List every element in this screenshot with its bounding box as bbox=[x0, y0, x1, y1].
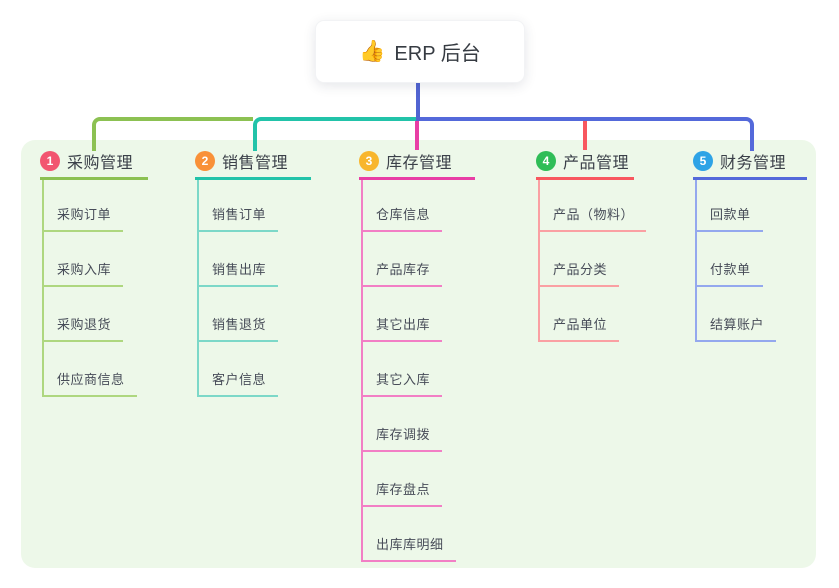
branch-item[interactable]: 产品库存 bbox=[363, 232, 443, 287]
branch-number-badge: 3 bbox=[359, 151, 379, 171]
branch-item[interactable]: 产品分类 bbox=[540, 232, 620, 287]
branch-item[interactable]: 回款单 bbox=[697, 180, 763, 232]
branch-4: 4 产品管理产品（物料）产品分类产品单位 bbox=[536, 150, 647, 342]
branch-item[interactable]: 出库库明细 bbox=[363, 507, 456, 562]
connector-branch1 bbox=[92, 117, 253, 151]
connector-branch3 bbox=[415, 121, 419, 150]
connector-branch2 bbox=[253, 117, 417, 151]
branch-item[interactable]: 销售出库 bbox=[199, 232, 279, 287]
branch-number-badge: 1 bbox=[40, 151, 60, 171]
connector-branch4 bbox=[583, 121, 587, 150]
branch-header[interactable]: 2 销售管理 bbox=[195, 150, 311, 180]
branch-title: 库存管理 bbox=[386, 155, 453, 172]
branch-item[interactable]: 供应商信息 bbox=[44, 342, 137, 397]
branch-item[interactable]: 产品（物料） bbox=[540, 180, 647, 232]
branch-item[interactable]: 库存调拨 bbox=[363, 397, 443, 452]
branch-item[interactable]: 结算账户 bbox=[697, 287, 777, 342]
branch-item[interactable]: 销售退货 bbox=[199, 287, 279, 342]
branch-header[interactable]: 4 产品管理 bbox=[536, 150, 634, 180]
root-title: ERP 后台 bbox=[394, 43, 481, 65]
branch-items: 回款单付款单结算账户 bbox=[695, 180, 807, 342]
branch-item[interactable]: 其它入库 bbox=[363, 342, 443, 397]
branch-item[interactable]: 采购退货 bbox=[44, 287, 124, 342]
branch-header[interactable]: 3 库存管理 bbox=[359, 150, 475, 180]
branch-title: 销售管理 bbox=[222, 155, 289, 172]
branch-number-badge: 4 bbox=[536, 151, 556, 171]
branch-header[interactable]: 5 财务管理 bbox=[693, 150, 807, 180]
branch-1: 1 采购管理采购订单采购入库采购退货供应商信息 bbox=[40, 150, 148, 397]
branch-title: 财务管理 bbox=[720, 155, 787, 172]
branch-item[interactable]: 仓库信息 bbox=[363, 180, 443, 232]
connector-root bbox=[416, 80, 420, 121]
branch-title: 产品管理 bbox=[563, 155, 630, 172]
branch-items: 产品（物料）产品分类产品单位 bbox=[538, 180, 647, 342]
branch-item[interactable]: 采购订单 bbox=[44, 180, 124, 232]
branch-3: 3 库存管理仓库信息产品库存其它出库其它入库库存调拨库存盘点出库库明细 bbox=[359, 150, 475, 562]
branch-header[interactable]: 1 采购管理 bbox=[40, 150, 148, 180]
branch-2: 2 销售管理销售订单销售出库销售退货客户信息 bbox=[195, 150, 311, 397]
branch-number-badge: 2 bbox=[195, 151, 215, 171]
branch-5: 5 财务管理回款单付款单结算账户 bbox=[693, 150, 807, 342]
thumbs-up-icon: 👍 bbox=[359, 40, 386, 63]
branch-item[interactable]: 销售订单 bbox=[199, 180, 279, 232]
branch-items: 销售订单销售出库销售退货客户信息 bbox=[197, 180, 311, 397]
branch-item[interactable]: 采购入库 bbox=[44, 232, 124, 287]
branch-item[interactable]: 其它出库 bbox=[363, 287, 443, 342]
connector-branch5 bbox=[417, 117, 754, 151]
branch-number-badge: 5 bbox=[693, 151, 713, 171]
branch-items: 采购订单采购入库采购退货供应商信息 bbox=[42, 180, 148, 397]
root-node[interactable]: 👍 ERP 后台 bbox=[315, 20, 525, 83]
branches-panel bbox=[21, 140, 816, 568]
branch-item[interactable]: 客户信息 bbox=[199, 342, 279, 397]
branch-item[interactable]: 付款单 bbox=[697, 232, 763, 287]
branch-item[interactable]: 产品单位 bbox=[540, 287, 620, 342]
branch-item[interactable]: 库存盘点 bbox=[363, 452, 443, 507]
branch-title: 采购管理 bbox=[67, 155, 134, 172]
branch-items: 仓库信息产品库存其它出库其它入库库存调拨库存盘点出库库明细 bbox=[361, 180, 475, 562]
